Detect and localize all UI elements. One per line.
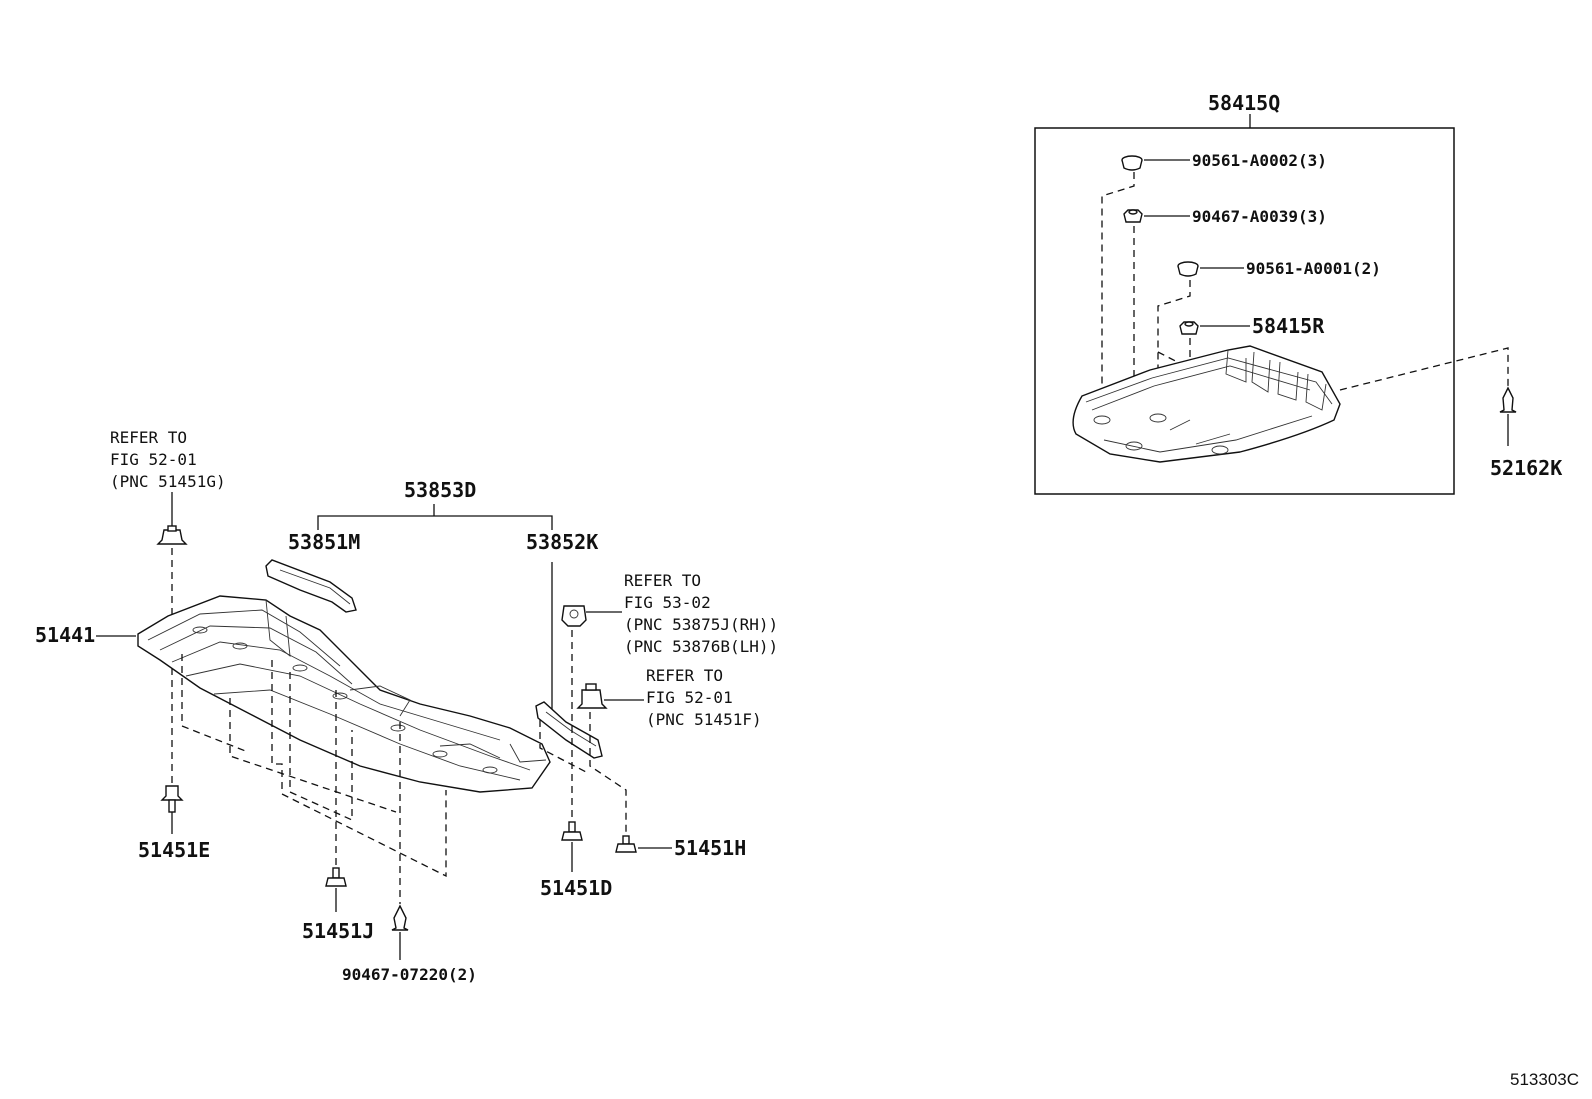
label-53853D: 53853D [404, 478, 476, 502]
label-58415Q: 58415Q [1208, 91, 1280, 115]
seal-53851m-part [265, 559, 357, 613]
svg-text:REFER TO: REFER TO [624, 571, 701, 590]
label-90467-07220: 90467-07220(2) [342, 965, 477, 984]
clip-52162k-icon [1499, 386, 1517, 413]
label-90561-a0001: 90561-A0001(2) [1246, 259, 1381, 278]
clip-51451g-icon [156, 525, 188, 545]
engine-under-cover-plate [1072, 345, 1341, 463]
svg-text:REFER TO: REFER TO [110, 428, 187, 447]
engine-under-cover-51441 [137, 595, 551, 793]
cap-90561-a0002-icon [1121, 155, 1143, 171]
bolt-51451e-icon [160, 785, 184, 813]
reference-note-51451f: REFER TO FIG 52-01 (PNC 51451F) [646, 666, 762, 729]
svg-text:REFER TO: REFER TO [646, 666, 723, 685]
svg-text:(PNC 51451G): (PNC 51451G) [110, 472, 226, 491]
label-58415R: 58415R [1252, 314, 1325, 338]
label-90467-a0039: 90467-A0039(3) [1192, 207, 1327, 226]
svg-text:FIG 52-01: FIG 52-01 [646, 688, 733, 707]
label-90561-a0002: 90561-A0002(3) [1192, 151, 1327, 170]
bolt-51451h-icon [615, 835, 637, 853]
label-51451J: 51451J [302, 919, 374, 943]
cap-90561-a0001-icon [1177, 261, 1199, 277]
nut-58415r-icon [1179, 321, 1199, 335]
skid-plate-assembly-box: 58415Q 90561-A0002(3) 90467-A0039(3) 905… [1034, 91, 1455, 495]
svg-text:(PNC 51451F): (PNC 51451F) [646, 710, 762, 729]
reference-note-53875j-53876b: REFER TO FIG 53-02 (PNC 53875J(RH)) (PNC… [624, 571, 778, 656]
clip-90467-07220-icon [391, 904, 409, 931]
label-51451E: 51451E [138, 838, 210, 862]
svg-text:(PNC 53875J(RH)): (PNC 53875J(RH)) [624, 615, 778, 634]
bolt-51451d-icon [561, 821, 583, 841]
clip-51451f-icon [576, 683, 608, 709]
clip-53875j-icon [561, 605, 587, 627]
label-51451H: 51451H [674, 836, 746, 860]
figure-code: 513303C [1510, 1070, 1579, 1089]
label-51441: 51441 [35, 623, 95, 647]
nut-90467-a0039-icon [1123, 209, 1143, 223]
svg-text:FIG 53-02: FIG 53-02 [624, 593, 711, 612]
label-51451D: 51451D [540, 876, 612, 900]
svg-text:FIG 52-01: FIG 52-01 [110, 450, 197, 469]
reference-note-51451g: REFER TO FIG 52-01 (PNC 51451G) [110, 428, 226, 491]
label-53852K: 53852K [526, 530, 598, 554]
label-52162K: 52162K [1490, 456, 1562, 480]
bolt-51451j-icon [325, 867, 347, 887]
svg-text:(PNC 53876B(LH)): (PNC 53876B(LH)) [624, 637, 778, 656]
label-53851M: 53851M [288, 530, 360, 554]
seal-53852k-part [535, 701, 603, 759]
